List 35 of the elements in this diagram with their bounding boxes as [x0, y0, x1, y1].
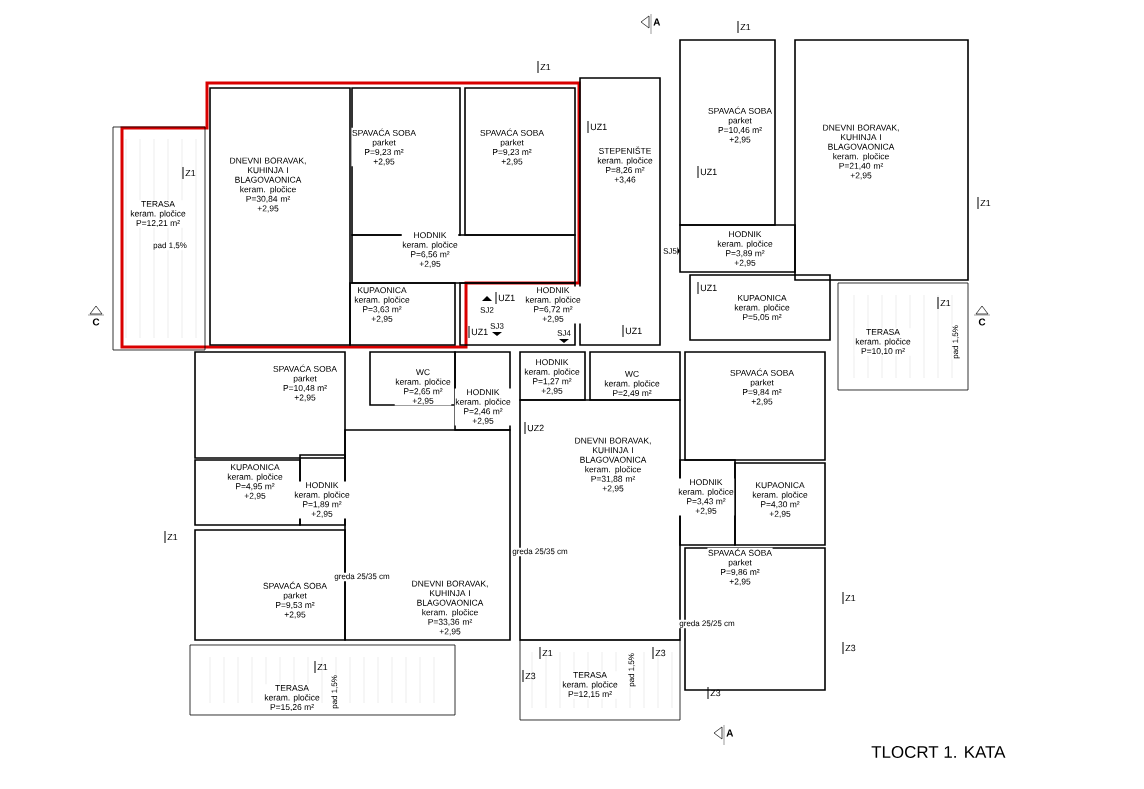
- room: DNEVNI BORAVAK, KUHINJA I BLAGOVAONICA keram. pločice P=30,84 m² +2,95: [209, 87, 351, 346]
- room: SPAVAĆA SOBA parket P=9,23 m² +2,95: [464, 87, 576, 236]
- wall-tag: UZ1: [495, 291, 515, 305]
- room: KUPAONICA keram. pločice P=4,30 m² +2,95: [734, 462, 826, 546]
- wall-tag: UZ1: [697, 165, 717, 179]
- room: WC keram. pločice P=2,49 m²: [589, 351, 681, 401]
- room: SPAVAĆA SOBA parket P=9,84 m² +2,95: [684, 351, 826, 461]
- wall-tag: Z1: [539, 646, 553, 660]
- room: HODNIK keram. pločice P=1,89 m² +2,95: [293, 454, 351, 526]
- wall-tag: Z1: [164, 530, 178, 544]
- wall-tag: UZ1: [697, 281, 717, 295]
- room: HODNIK keram. pločice P=2,46 m² +2,95: [454, 351, 512, 431]
- room: WC keram. pločice P=2,65 m² +2,95: [369, 351, 456, 406]
- room: HODNIK keram. pločice P=3,43 m² +2,95: [677, 459, 736, 546]
- wall-tag: Z1: [842, 591, 856, 605]
- room: HODNIK keram. pločice P=3,89 m² +2,95: [679, 224, 796, 273]
- room: HODNIK keram. pločice P=1,27 m² +2,95: [519, 351, 586, 401]
- wall-tag: Z1: [314, 660, 328, 674]
- wall-tag: Z3: [522, 669, 536, 683]
- wall-tag: UZ2: [524, 421, 544, 435]
- wall-tag: Z1: [182, 166, 196, 180]
- wall-tag: Z1: [537, 60, 551, 74]
- wall-tag: UZ1: [468, 325, 488, 339]
- wall-tag: Z3: [652, 646, 666, 660]
- drawing-title: TLOCRT 1. KATA: [871, 746, 1006, 758]
- wall-tag: Z1: [977, 196, 991, 210]
- wall-tag: UZ1: [622, 324, 642, 338]
- room: HODNIK keram. pločice P=6,56 m² +2,95: [351, 231, 576, 284]
- room: DNEVNI BORAVAK, KUHINJA I BLAGOVAONICA keram. pločice P=21,40 m² +2,95: [794, 39, 969, 281]
- room: KUPAONICA keram. pločice P=3,63 m² +2,95: [349, 282, 456, 346]
- wall-tag: UZ1: [587, 120, 607, 134]
- wall-tag: Z1: [737, 20, 751, 34]
- wall-tag: Z3: [842, 641, 856, 655]
- wall-tag: Z1: [937, 296, 951, 310]
- room: SPAVAĆA SOBA parket P=10,48 m² +2,95: [194, 351, 346, 459]
